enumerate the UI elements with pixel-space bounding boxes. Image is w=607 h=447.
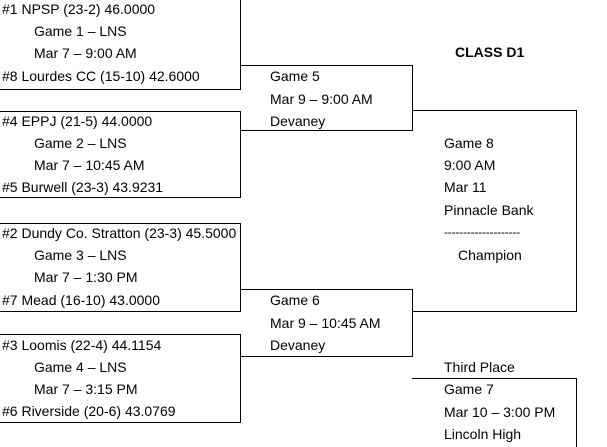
game-8-site: Pinnacle Bank	[444, 202, 534, 218]
bracket-line-third-right	[576, 378, 577, 447]
team-seed-1: #1 NPSP (23-2) 46.0000	[2, 1, 156, 17]
bracket-line-g2-top	[0, 111, 241, 112]
bracket-line-g5-top	[240, 65, 413, 66]
game-7-time: Mar 10 – 3:00 PM	[444, 404, 556, 420]
game-5-label: Game 5	[270, 68, 320, 84]
game-4-time: Mar 7 – 3:15 PM	[34, 381, 138, 397]
bracket-line-g6-bottom	[240, 356, 413, 357]
bracket-line-g2-bottom	[0, 197, 241, 198]
game-7-label: Game 7	[444, 381, 494, 397]
bracket-line-g1-right	[240, 0, 241, 89]
bracket-line-g1-bottom	[0, 89, 241, 90]
bracket-line-final-bottom	[412, 311, 577, 312]
bracket-line-g5-bottom	[240, 130, 413, 131]
bracket-line-g5-right	[412, 65, 413, 130]
game-1-label: Game 1 – LNS	[34, 23, 127, 39]
champion-separator: --------------------	[444, 225, 520, 239]
game-2-label: Game 2 – LNS	[34, 135, 127, 151]
team-seed-3: #3 Loomis (22-4) 44.1154	[2, 337, 162, 353]
bracket-line-g3-top	[0, 223, 241, 224]
game-2-time: Mar 7 – 10:45 AM	[34, 157, 145, 173]
team-seed-8: #8 Lourdes CC (15-10) 42.6000	[2, 68, 200, 84]
game-3-label: Game 3 – LNS	[34, 247, 127, 263]
bracket-line-final-right	[576, 110, 577, 311]
bracket-line-g4-right	[240, 334, 241, 423]
bracket-line-g2-right	[240, 111, 241, 198]
team-seed-2: #2 Dundy Co. Stratton (23-3) 45.5000	[2, 225, 237, 241]
bracket-line-g6-top	[240, 289, 413, 290]
game-8-label: Game 8	[444, 135, 494, 151]
game-4-label: Game 4 – LNS	[34, 359, 127, 375]
team-seed-6: #6 Riverside (20-6) 43.0769	[2, 403, 176, 419]
game-8-time: 9:00 AM	[444, 157, 496, 173]
bracket-line-g4-bottom	[0, 422, 241, 423]
bracket-line-g3-bottom	[0, 311, 241, 312]
bracket-line-g4-top	[0, 334, 241, 335]
game-1-time: Mar 7 – 9:00 AM	[34, 45, 137, 61]
game-6-site: Devaney	[270, 337, 326, 353]
game-5-site: Devaney	[270, 113, 326, 129]
team-seed-5: #5 Burwell (23-3) 43.9231	[2, 179, 164, 195]
bracket-line-g3-right	[240, 223, 241, 311]
game-7-site: Lincoln High	[444, 426, 522, 442]
third-place-label: Third Place	[444, 359, 515, 375]
game-5-time: Mar 9 – 9:00 AM	[270, 91, 373, 107]
class-title: CLASS D1	[455, 44, 525, 60]
champion-label: Champion	[458, 247, 522, 263]
team-seed-7: #7 Mead (16-10) 43.0000	[2, 292, 160, 308]
bracket-line-g6-right	[412, 289, 413, 356]
game-3-time: Mar 7 – 1:30 PM	[34, 269, 138, 285]
team-seed-4: #4 EPPJ (21-5) 44.0000	[2, 113, 153, 129]
game-6-time: Mar 9 – 10:45 AM	[270, 315, 381, 331]
bracket-line-final-top	[412, 110, 577, 111]
game-6-label: Game 6	[270, 292, 320, 308]
bracket-line-third-top	[412, 378, 577, 379]
game-8-date: Mar 11	[444, 179, 487, 195]
